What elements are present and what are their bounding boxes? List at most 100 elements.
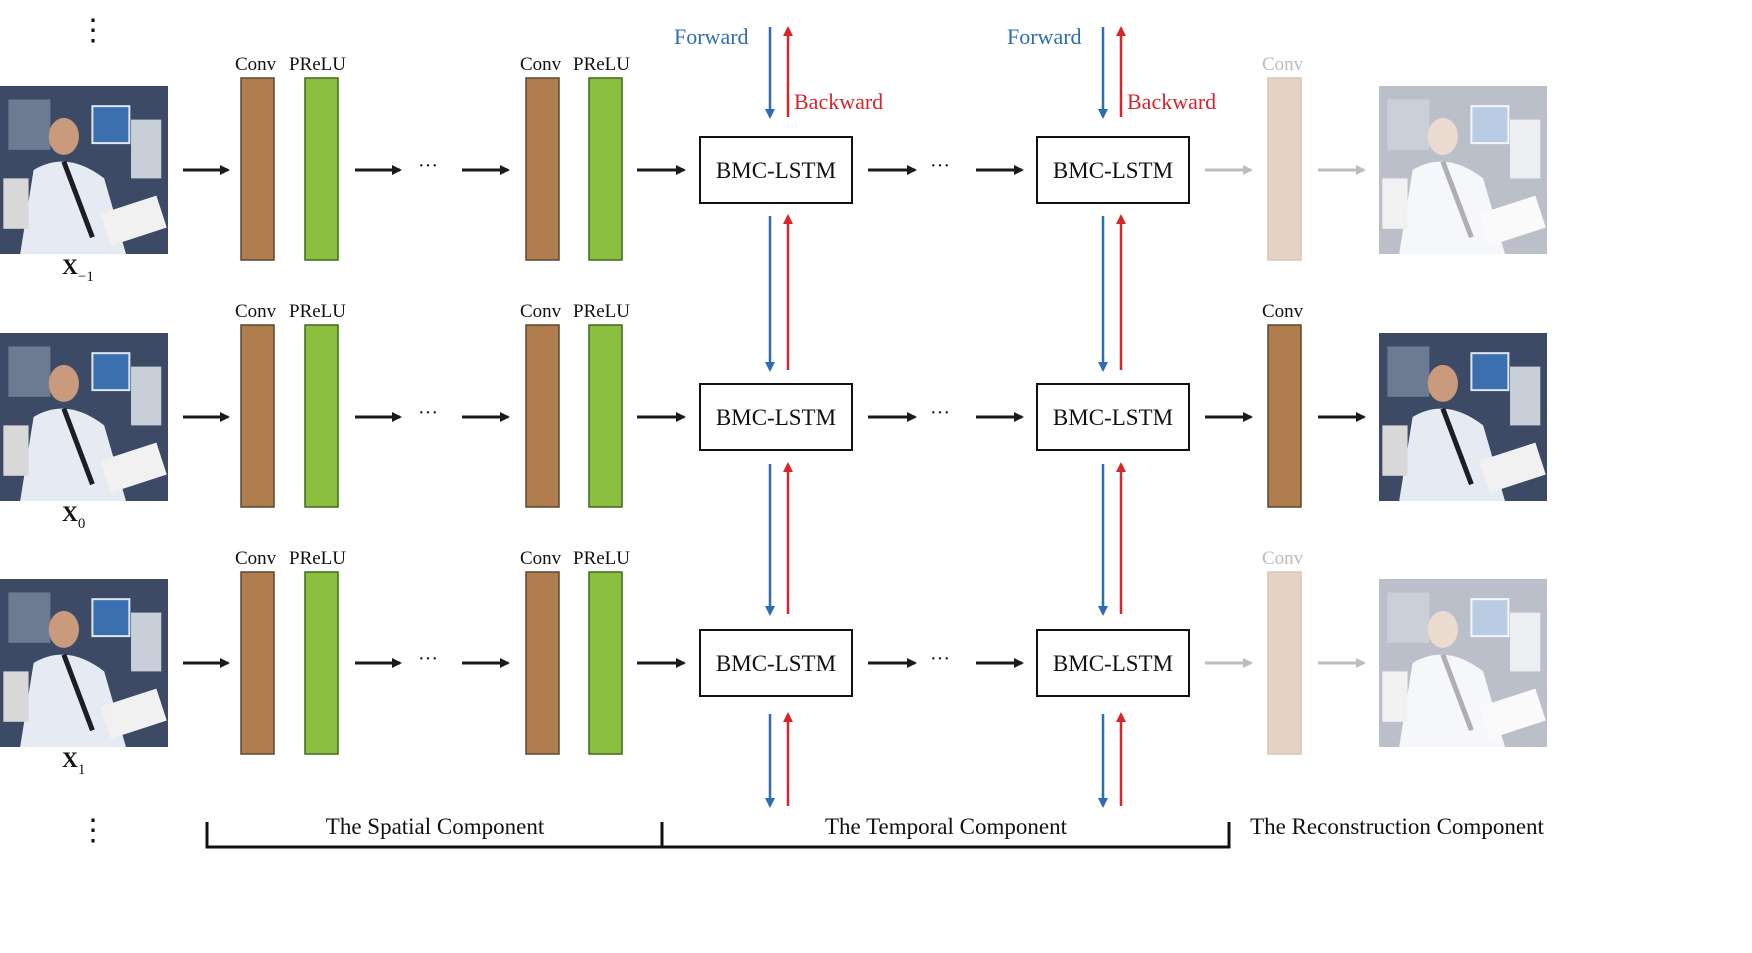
input-label: X1 [62, 747, 85, 778]
bmc-lstm-box [699, 136, 853, 204]
background-shape [8, 346, 51, 397]
bmc-lstm-box [699, 383, 853, 451]
conv-label: Conv [1262, 54, 1304, 75]
conv-label: Conv [235, 548, 277, 569]
prelu-label: PReLU [573, 54, 630, 75]
input-label-subscript: 1 [78, 762, 86, 778]
background-shape [8, 99, 51, 150]
shirt-shape [20, 161, 126, 254]
bmc-lstm-box [1036, 629, 1190, 697]
reconstruction-component-label: The Reconstruction Component [1250, 814, 1544, 839]
desk-shape [1382, 178, 1408, 229]
conv-label: Conv [235, 301, 277, 322]
tie-shape [1440, 407, 1474, 486]
monitor-shape [1470, 352, 1510, 392]
input-frame-icon [0, 86, 168, 254]
temporal-component-label: The Temporal Component [825, 814, 1068, 839]
ellipsis: ··· [418, 648, 438, 670]
tie-shape [61, 407, 95, 486]
monitor-shape [1470, 598, 1510, 638]
prelu-block [304, 77, 339, 261]
ellipsis: ··· [930, 155, 950, 177]
ellipsis: ··· [418, 402, 438, 424]
bmc-lstm-label: BMC-LSTM [1053, 651, 1173, 676]
input-label-subscript: 0 [78, 516, 86, 532]
conv-label: Conv [1262, 548, 1304, 569]
input-label-base: X [62, 254, 78, 279]
shirt-shape [20, 654, 126, 747]
head-shape [48, 117, 79, 155]
input-label-base: X [62, 501, 78, 526]
input-label: X−1 [62, 254, 94, 285]
conv-block [525, 571, 560, 755]
backward-label: Backward [1127, 89, 1216, 114]
head-shape [1427, 610, 1458, 648]
input-label-subscript: −1 [78, 269, 94, 285]
prelu-block [588, 571, 623, 755]
prelu-label: PReLU [573, 548, 630, 569]
conv-block [1267, 324, 1302, 508]
shirt-shape [1399, 408, 1505, 501]
conv-block [240, 571, 275, 755]
background-shape [1387, 99, 1430, 150]
prelu-label: PReLU [289, 548, 346, 569]
input-label: X0 [62, 501, 85, 532]
background-shape [131, 119, 162, 179]
prelu-label: PReLU [573, 301, 630, 322]
vdots-top: ⋮ [78, 14, 108, 47]
conv-label: Conv [1262, 301, 1304, 322]
background-shape [1510, 119, 1541, 179]
conv-block [240, 324, 275, 508]
paper-shape [100, 195, 167, 246]
desk-shape [1382, 425, 1408, 476]
background-shape [1510, 612, 1541, 672]
paper-shape [1479, 442, 1546, 493]
desk-shape [1382, 671, 1408, 722]
paper-shape [1479, 688, 1546, 739]
conv-label: Conv [520, 548, 562, 569]
prelu-block [304, 571, 339, 755]
monitor-shape [91, 352, 131, 392]
prelu-block [304, 324, 339, 508]
bmc-lstm-box [1036, 136, 1190, 204]
prelu-block [588, 77, 623, 261]
prelu-label: PReLU [289, 54, 346, 75]
head-shape [1427, 364, 1458, 402]
forward-label: Forward [674, 24, 749, 49]
background-shape [131, 366, 162, 426]
desk-shape [3, 425, 29, 476]
conv-label: Conv [520, 54, 562, 75]
ellipsis: ··· [418, 155, 438, 177]
head-shape [48, 364, 79, 402]
bmc-lstm-label: BMC-LSTM [716, 651, 836, 676]
monitor-shape [91, 105, 131, 145]
desk-shape [3, 671, 29, 722]
desk-shape [3, 178, 29, 229]
monitor-shape [91, 598, 131, 638]
backward-label: Backward [794, 89, 883, 114]
forward-label: Forward [1007, 24, 1082, 49]
bmc-lstm-label: BMC-LSTM [1053, 158, 1173, 183]
component-bracket [205, 822, 1231, 849]
monitor-shape [1470, 105, 1510, 145]
background-shape [1510, 366, 1541, 426]
input-frame-icon [0, 333, 168, 501]
conv-block [1267, 77, 1302, 261]
conv-block [525, 77, 560, 261]
background-shape [8, 592, 51, 643]
bmc-lstm-box [1036, 383, 1190, 451]
conv-label: Conv [520, 301, 562, 322]
conv-label: Conv [235, 54, 277, 75]
vdots-bottom: ⋮ [78, 814, 108, 847]
head-shape [48, 610, 79, 648]
bmc-lstm-label: BMC-LSTM [716, 405, 836, 430]
paper-shape [100, 442, 167, 493]
input-label-base: X [62, 747, 78, 772]
head-shape [1427, 117, 1458, 155]
background-shape [1387, 346, 1430, 397]
background-shape [131, 612, 162, 672]
ellipsis: ··· [930, 402, 950, 424]
tie-shape [61, 653, 95, 732]
output-frame-icon [1379, 579, 1547, 747]
